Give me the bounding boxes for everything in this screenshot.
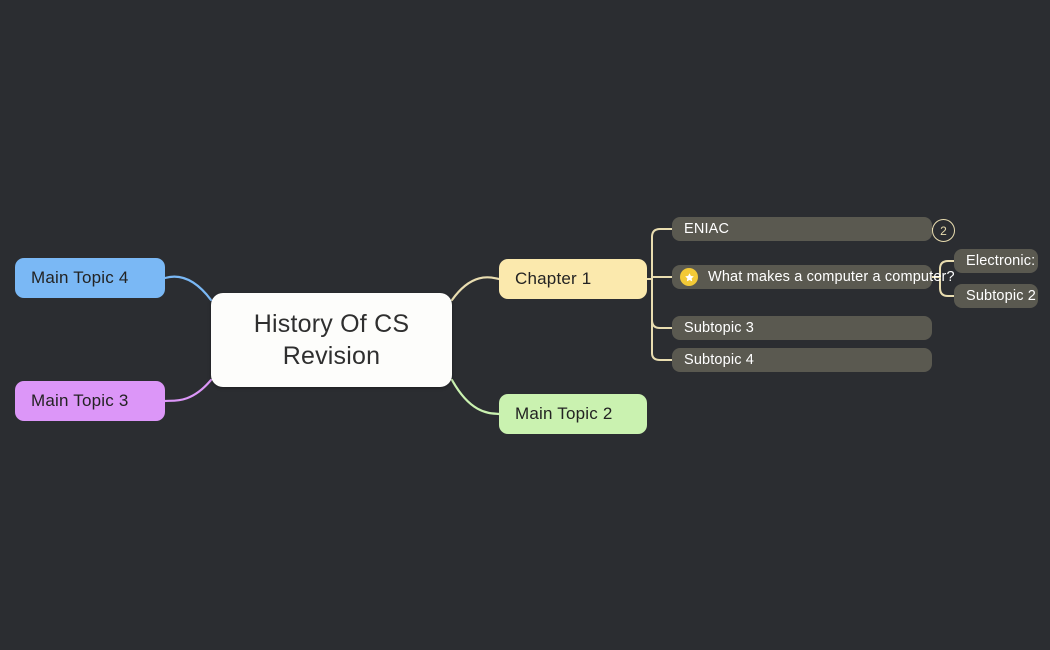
topic-label: Main Topic 2 [515, 404, 613, 423]
topic-label: Chapter 1 [515, 269, 592, 288]
subtopic-what-makes-a-computer[interactable]: What makes a computer a computer? [672, 265, 955, 289]
topic-label: Main Topic 3 [31, 391, 129, 410]
subtopic-2[interactable]: Subtopic 2 [954, 284, 1038, 308]
subtopic-label: Subtopic 2 [966, 288, 1037, 304]
topic-main-topic-4[interactable]: Main Topic 4 [15, 258, 165, 298]
subtopic-label: Subtopic 4 [684, 352, 755, 368]
topic-main-topic-2[interactable]: Main Topic 2 [499, 394, 647, 434]
star-icon [680, 268, 698, 286]
root-title-line-1: History Of CS [253, 310, 410, 338]
subtopic-eniac[interactable]: ENIAC [672, 217, 932, 241]
root-node[interactable]: History Of CS Revision [211, 293, 452, 387]
subtopic-label: Electronic: [966, 253, 1036, 269]
subtopic-label: ENIAC [684, 221, 730, 237]
subtopic-label: What makes a computer a computer? [708, 269, 955, 285]
subtopic-electronic[interactable]: Electronic: [954, 249, 1038, 273]
root-title-line-2: Revision [282, 342, 381, 370]
topic-chapter-1[interactable]: Chapter 1 [499, 259, 647, 299]
subtopic-4[interactable]: Subtopic 4 [672, 348, 932, 372]
collapsed-count-badge[interactable]: 2 [932, 219, 955, 242]
topic-main-topic-3[interactable]: Main Topic 3 [15, 381, 165, 421]
subtopic-label: Subtopic 3 [684, 320, 755, 336]
topic-label: Main Topic 4 [31, 268, 129, 287]
badge-count: 2 [940, 223, 947, 238]
subtopic-3[interactable]: Subtopic 3 [672, 316, 932, 340]
